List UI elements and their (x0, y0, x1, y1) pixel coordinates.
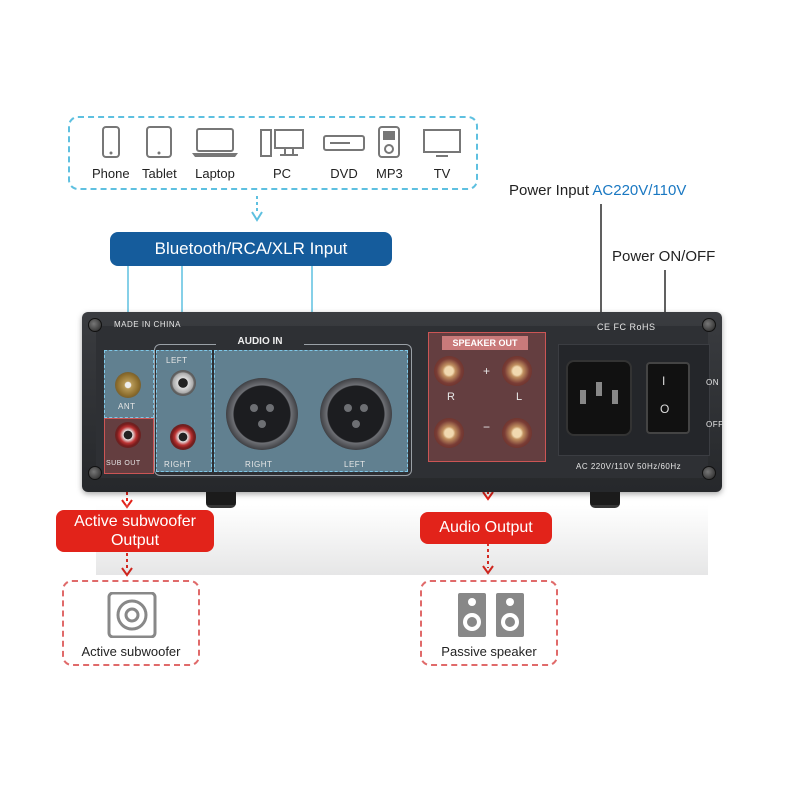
passive-speaker-box: Passive speaker (420, 580, 558, 666)
rca-left-jack[interactable] (170, 370, 196, 396)
screw-icon (88, 318, 102, 332)
minus-label: − (483, 420, 491, 434)
device-pc: PC (260, 126, 304, 181)
speaker-right-negative-terminal[interactable] (434, 418, 464, 448)
subwoofer-output-callout: Active subwoofer Output (56, 510, 214, 552)
l-label: L (516, 391, 523, 403)
passive-speaker-icon (458, 593, 524, 637)
device-phone: Phone (92, 126, 130, 181)
audio-in-label: AUDIO IN (216, 334, 304, 350)
screw-icon (702, 318, 716, 332)
sub-out-label: SUB OUT (106, 460, 141, 467)
sub-out-jack[interactable] (115, 422, 141, 448)
device-tv: TV (422, 126, 462, 181)
audio-output-callout: Audio Output (420, 512, 552, 544)
mp3-icon (378, 126, 401, 158)
rca-right-jack[interactable] (170, 424, 196, 450)
laptop-icon (192, 128, 238, 157)
on-label: ON (706, 378, 719, 387)
off-label: OFF (706, 420, 724, 429)
power-input-value: AC220V/110V (592, 182, 687, 199)
amp-foot (590, 492, 620, 508)
rca-left-label: LEFT (166, 356, 188, 365)
tv-icon (423, 129, 461, 157)
phone-icon (101, 126, 120, 158)
subwoofer-box: Active subwoofer (62, 580, 200, 666)
input-banner: Bluetooth/RCA/XLR Input (110, 232, 392, 266)
subwoofer-box-label: Active subwoofer (81, 644, 181, 659)
speaker-out-label: SPEAKER OUT (442, 336, 528, 350)
power-switch-label: Power ON/OFF (612, 248, 716, 265)
pc-icon (260, 129, 304, 157)
speaker-left-negative-terminal[interactable] (502, 418, 532, 448)
power-spec-label: AC 220V/110V 50Hz/60Hz (576, 462, 682, 471)
rca-input-highlight (156, 350, 212, 472)
device-tablet: Tablet (142, 126, 177, 181)
xlr-right-connector[interactable] (226, 378, 298, 450)
device-dvd: DVD (322, 126, 366, 181)
r-label: R (447, 391, 456, 403)
device-laptop: Laptop (190, 126, 240, 181)
speaker-right-positive-terminal[interactable] (434, 356, 464, 386)
subwoofer-icon (107, 592, 157, 638)
source-devices-box: Phone Tablet Laptop PC DVD MP3 TV (68, 116, 478, 190)
switch-off-mark: O (660, 402, 670, 416)
xlr-left-connector[interactable] (320, 378, 392, 450)
tablet-icon (146, 126, 173, 158)
device-mp3: MP3 (376, 126, 403, 181)
power-switch[interactable]: I O (646, 362, 690, 434)
xlr-right-label: RIGHT (245, 460, 273, 469)
power-input-label: Power Input AC220V/110V (509, 182, 687, 199)
plus-label: + (483, 364, 491, 378)
amp-foot (206, 492, 236, 508)
ant-label: ANT (118, 402, 136, 411)
speaker-left-positive-terminal[interactable] (502, 356, 532, 386)
antenna-connector[interactable] (115, 372, 141, 398)
xlr-left-label: LEFT (344, 460, 366, 469)
switch-on-mark: I (662, 374, 666, 388)
ac-power-inlet[interactable] (566, 360, 632, 436)
made-in-label: MADE IN CHINA (114, 320, 181, 329)
screw-icon (702, 466, 716, 480)
rca-right-label: RIGHT (164, 460, 192, 469)
screw-icon (88, 466, 102, 480)
passive-speaker-box-label: Passive speaker (441, 644, 537, 659)
certification-marks: CE FC RoHS (597, 322, 656, 332)
dvd-icon (323, 135, 365, 151)
